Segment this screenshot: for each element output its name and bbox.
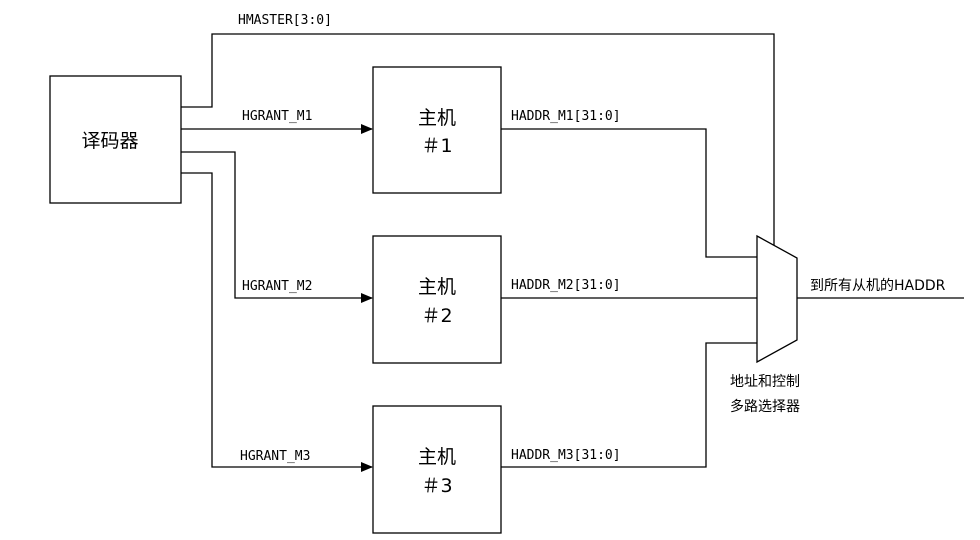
decoder-label: 译码器 [81, 130, 138, 152]
mux-label-line1: 地址和控制 [730, 374, 800, 390]
grant-line-m2 [181, 151, 373, 303]
grant-label-m2: HGRANT_M2 [242, 279, 312, 294]
haddr-label-m3: HADDR_M3[31:0] [511, 448, 621, 463]
address-control-mux [756, 234, 798, 364]
grant-label-m1: HGRANT_M1 [242, 109, 312, 124]
master-box-2: 主机 ＃2 [372, 235, 502, 364]
master-box-3: 主机 ＃3 [372, 405, 502, 534]
mux-label-line2: 多路选择器 [730, 398, 800, 415]
haddr-label-m2: HADDR_M2[31:0] [511, 278, 621, 293]
hmaster-label: HMASTER[3:0] [238, 13, 332, 28]
master-2-id: ＃2 [421, 305, 452, 327]
hmaster-line [181, 33, 775, 248]
haddr-line-m3 [501, 342, 757, 468]
master-box-1: 主机 ＃1 [372, 66, 502, 194]
haddr-line-m1 [501, 128, 757, 258]
output-label: 到所有从机的HADDR [810, 278, 946, 294]
haddr-label-m1: HADDR_M1[31:0] [511, 109, 621, 124]
master-1-id: ＃1 [421, 135, 452, 157]
master-3-id: ＃3 [421, 475, 452, 497]
master-1-name: 主机 [418, 107, 456, 129]
master-1-rect [372, 66, 502, 194]
grant-label-m3: HGRANT_M3 [240, 449, 310, 464]
master-3-name: 主机 [418, 446, 456, 468]
master-2-name: 主机 [418, 276, 456, 298]
grant-line-m3 [181, 172, 373, 472]
decoder-box [49, 75, 182, 204]
master-2-rect [372, 235, 502, 364]
master-3-rect [372, 405, 502, 534]
